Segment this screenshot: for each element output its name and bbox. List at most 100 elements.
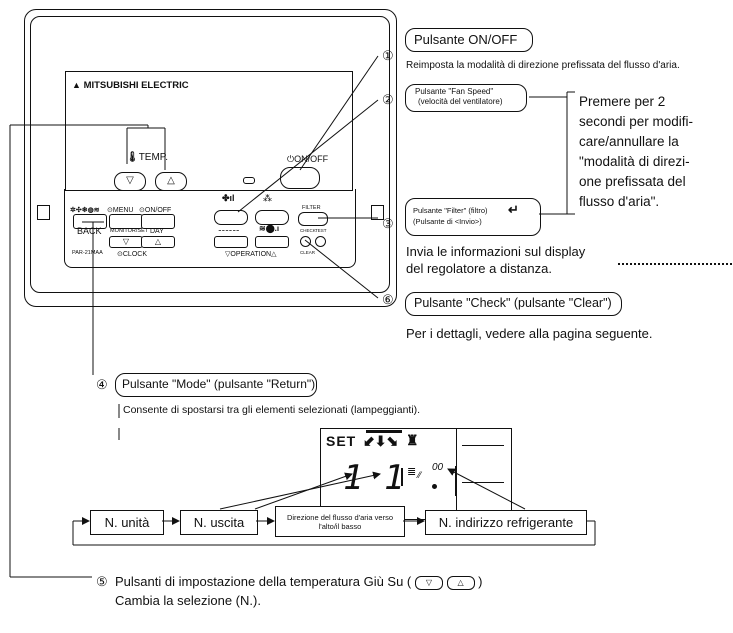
onoff-label: ⏻ON/OFF [287, 154, 329, 164]
callout-temp-text: Pulsanti di impostazione della temperatu… [115, 574, 412, 589]
callout-onoff-box: Pulsante ON/OFF [405, 28, 533, 52]
lcd-separator [401, 468, 403, 486]
callout-1-number: ① [382, 48, 394, 63]
clock-label: ⊙CLOCK [117, 251, 147, 258]
fan-speed-button[interactable] [214, 210, 248, 225]
callout-3-number: ③ [382, 216, 394, 231]
check-label: CHECK [300, 228, 316, 233]
callout-check-desc: Per i dettagli, vedere alla pagina segue… [406, 326, 653, 341]
side-notch-left [37, 205, 50, 220]
flow-box-direction-label1: Direzione del flusso d'aria verso [286, 512, 394, 522]
lcd-small-digits: 00 [432, 462, 444, 473]
callout-fanspeed-title2: (velocità del ventilatore) [418, 97, 503, 106]
clock-up-button[interactable]: △ [141, 236, 175, 248]
mitsubishi-logo-icon: ▲ [72, 80, 81, 90]
menu-button[interactable] [109, 214, 143, 229]
vane-button[interactable] [255, 210, 289, 225]
callout-filter-desc1: Invia le informazioni sul display [406, 244, 586, 259]
callout-4-number: ④ [96, 377, 108, 392]
back-label: BACK [77, 226, 102, 236]
lcd-set-label: SET [326, 433, 357, 449]
lcd-fan-icon: ≣ [407, 466, 417, 478]
callout-onoff-desc: Reimposta la modalità di direzione prefi… [406, 60, 680, 71]
onoff-button[interactable] [280, 167, 320, 189]
operation-label: ▽OPERATION△ [225, 251, 277, 258]
timer-onoff-button[interactable] [141, 214, 175, 229]
operation-up-button[interactable] [255, 236, 289, 248]
fanspeed-desc-line: Premere per 2 [579, 94, 666, 109]
flow-box-unit-label: N. unità [104, 515, 150, 530]
lcd-divider-top [462, 445, 504, 446]
brand-name: MITSUBISHI ELECTRIC [83, 80, 189, 91]
thermometer-icon: 🌡︎ [126, 152, 139, 163]
lcd-divider-mid [462, 482, 504, 483]
temp-up-button[interactable]: △ [155, 172, 187, 191]
check-button[interactable] [300, 236, 311, 247]
callout-6-number: ⑥ [382, 292, 394, 307]
flow-box-outlet: N. uscita [180, 510, 258, 535]
temp-down-button[interactable]: ▽ [114, 172, 146, 191]
callout-mode-box: Pulsante "Mode" (pulsante "Return") [115, 373, 317, 397]
enter-arrow-icon: ↵ [508, 202, 519, 217]
vane-icon: ⁂ [263, 193, 272, 203]
day-label: DAY [150, 228, 164, 235]
callout-check-title: Pulsante "Check" (pulsante "Clear") [414, 296, 612, 310]
flow-box-direction: Direzione del flusso d'aria verso l'alto… [275, 506, 405, 537]
callout-filter-desc2: del regolatore a distanza. [406, 261, 552, 276]
callout-filter-box: Pulsante "Filter" (filtro) ↵ (Pulsante d… [405, 198, 541, 236]
callout-mode-title: Pulsante "Mode" (pulsante "Return") [122, 377, 316, 391]
fanspeed-desc-line: one prefissata del [579, 174, 686, 189]
onoff-small-label: ⊙ON/OFF [139, 207, 172, 214]
lcd-bar-icon [366, 430, 402, 433]
callout-fanspeed-title1: Pulsante "Fan Speed" [415, 87, 494, 96]
menu-label: ⊙MENU [107, 207, 134, 214]
mode-icons-label: ✲✣❄◍≋ [70, 207, 100, 214]
callout-temp-line1: Pulsanti di impostazione della temperatu… [115, 574, 482, 590]
button-panel [64, 189, 356, 268]
remote-cover [30, 16, 390, 293]
lcd-person-icon: ♜ [406, 432, 419, 448]
operation-led [243, 177, 255, 184]
callout-temp-end: ) [478, 574, 483, 589]
fan-speed-icon: ✤ıl [222, 193, 235, 203]
callout-mode-desc: Consente di spostarsi tra gli elementi s… [123, 404, 421, 416]
callout-fanspeed-box: Pulsante "Fan Speed" (velocità del venti… [405, 84, 527, 112]
temp-up-icon: △ [446, 575, 475, 590]
callout-onoff-title: Pulsante ON/OFF [414, 32, 518, 47]
test-label: TEST [315, 228, 327, 233]
flow-box-refrigerant-label: N. indirizzo refrigerante [438, 515, 574, 530]
filter-label: FILTER [302, 205, 321, 211]
temp-label: 🌡︎TEMP. [126, 152, 168, 163]
test-button[interactable] [315, 236, 326, 247]
callout-filter-title1: Pulsante "Filter" (filtro) [413, 206, 488, 215]
flow-box-direction-label2: l'alto/il basso [318, 521, 362, 531]
fanspeed-desc-line: flusso d'aria". [579, 194, 660, 209]
callout-5-number: ⑤ [96, 574, 108, 589]
operation-down-button[interactable] [214, 236, 248, 248]
clock-down-button[interactable]: ▽ [109, 236, 143, 248]
callout-temp-line2: Cambia la selezione (N.). [115, 593, 261, 608]
callout-filter-title2: (Pulsante di <Invio>) [413, 217, 482, 226]
fanspeed-desc-line: care/annullare la [579, 134, 679, 149]
lcd-digits: 1 1 [343, 458, 405, 498]
callout-check-box: Pulsante "Check" (pulsante "Clear") [405, 292, 622, 316]
callout-2-number: ② [382, 92, 394, 107]
monitor-set-label: MONITOR/SET [110, 228, 149, 234]
lcd-dot [432, 484, 437, 489]
model-label: PAR-21MAA [72, 250, 103, 256]
flow-box-outlet-label: N. uscita [193, 515, 245, 530]
temp-down-icon: ▽ [414, 575, 443, 590]
lcd-right-panel [456, 428, 511, 518]
flow-box-unit: N. unità [90, 510, 164, 535]
filter-button[interactable] [298, 212, 328, 226]
clear-label: CLEAR [300, 250, 316, 255]
brand-logo: ▲ MITSUBISHI ELECTRIC [72, 80, 189, 91]
lcd-airflow-icon: ⬋⬇⬊ [363, 433, 399, 449]
lcd-vertical-bar [455, 466, 457, 496]
flow-box-refrigerant: N. indirizzo refrigerante [425, 510, 587, 535]
fanspeed-desc-line: secondi per modifi- [579, 114, 694, 129]
fanspeed-desc-line: "modalità di direzi- [579, 154, 690, 169]
lcd-vane-icon: ⁄⁄ [418, 470, 422, 480]
louver-icon: ⚋⚋⚋ [218, 224, 240, 233]
ventilation-icon: ≋⬤.ı [259, 224, 280, 233]
